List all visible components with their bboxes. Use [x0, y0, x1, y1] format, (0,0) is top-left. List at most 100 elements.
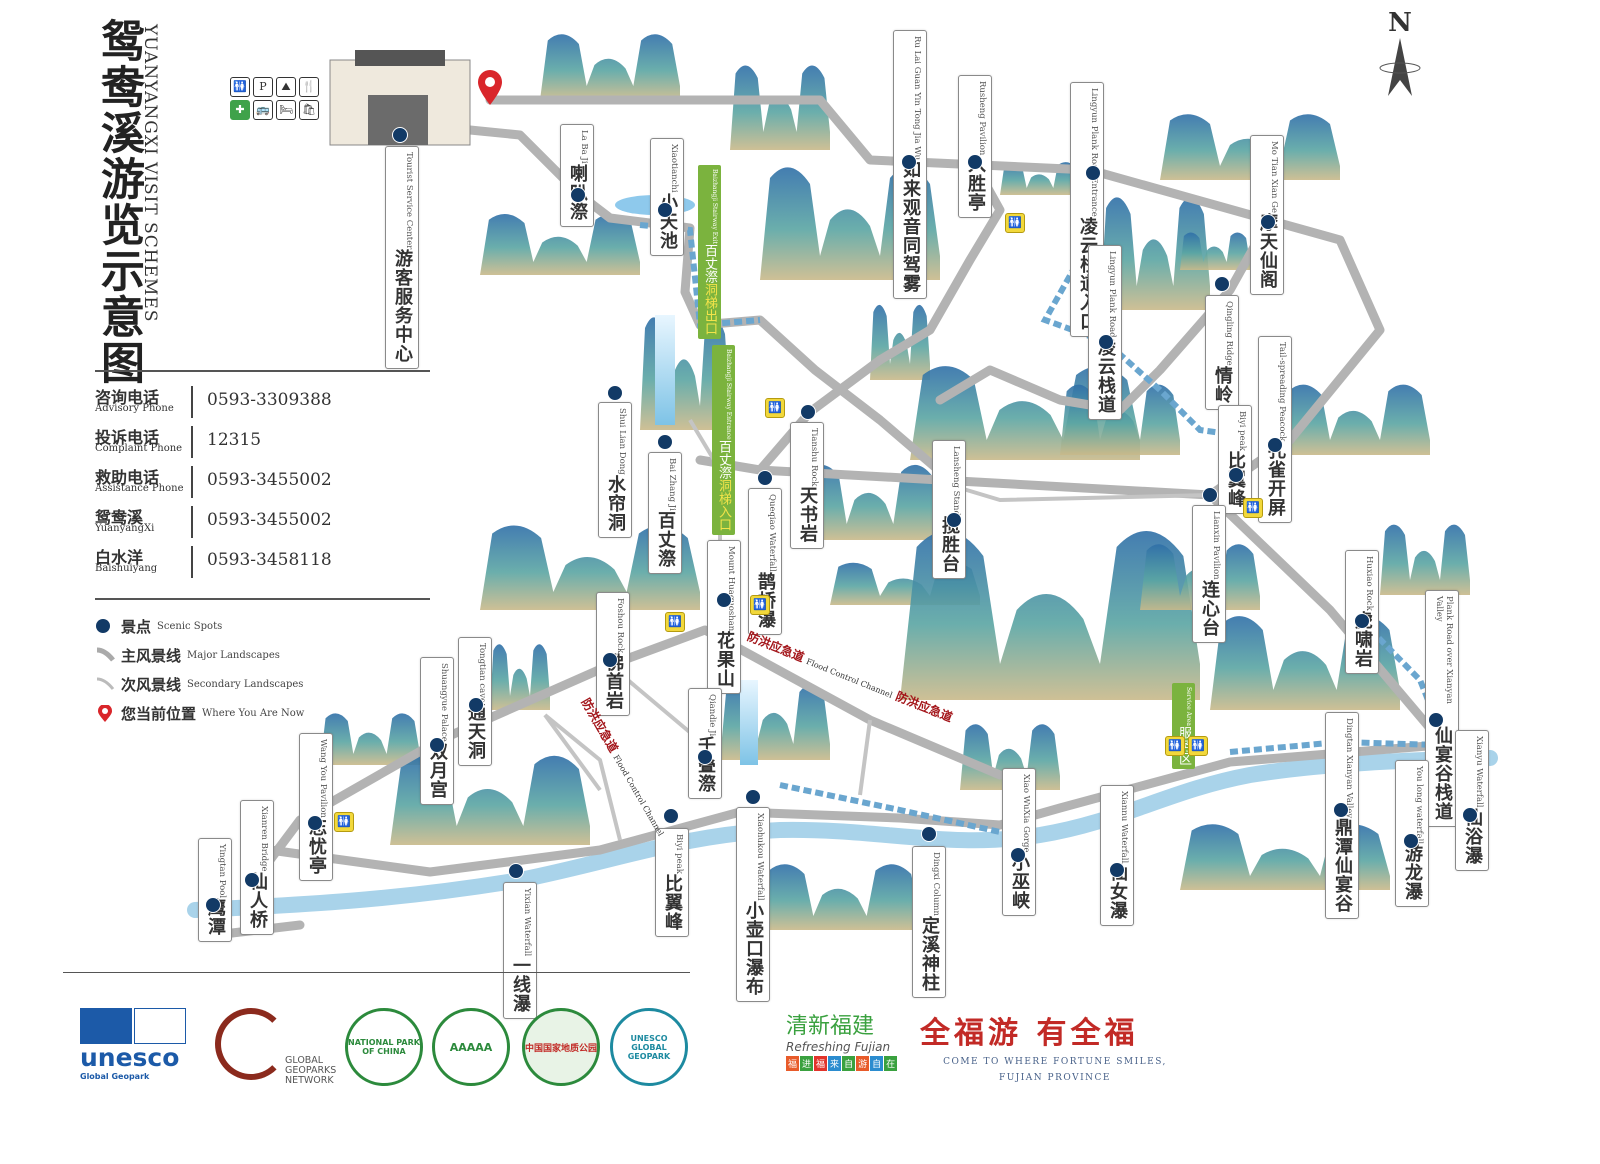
footer-divider: [63, 972, 690, 973]
scenic-spot-marker[interactable]: [205, 897, 221, 913]
waterfall-illustration: [655, 315, 675, 425]
scenic-spot-marker[interactable]: [1403, 833, 1419, 849]
scenic-spot-marker[interactable]: [607, 385, 623, 401]
slogan-tag: 福: [786, 1056, 800, 1071]
service-sign: Service Area服务区: [1172, 683, 1195, 769]
scenic-spot-marker[interactable]: [901, 154, 917, 170]
spot-name-english: Tail-spreading Peacock: [1277, 342, 1287, 442]
scenic-spot-marker[interactable]: [244, 872, 260, 888]
scenic-spot-marker[interactable]: [716, 592, 732, 608]
shuttle-icon: 🚌: [253, 100, 273, 120]
spot-name: 仙宴谷栈道: [1432, 726, 1453, 821]
spot-name-english: Shui Lian Dong: [617, 408, 627, 475]
restroom-icon: 🚻: [1005, 213, 1025, 233]
scenic-spot-marker[interactable]: [757, 470, 773, 486]
spot-name-english: Queqiao Waterfall: [767, 494, 777, 572]
scenic-spot-marker[interactable]: [1333, 802, 1349, 818]
scenic-spot-marker[interactable]: [1228, 467, 1244, 483]
scenic-spot-marker[interactable]: [946, 512, 962, 528]
service-sign-name: 百丈漈: [716, 439, 731, 479]
scenic-spot-marker[interactable]: [1098, 334, 1114, 350]
spot-name: 入胜亭: [965, 155, 986, 213]
spot-label[interactable]: La Ba Ji喇叭漈: [560, 124, 594, 227]
scenic-spot-marker[interactable]: [429, 737, 445, 753]
slogan-tag: 游: [856, 1056, 870, 1071]
mountain-illustration: [1100, 197, 1210, 310]
secondary-route-line-icon: [95, 676, 115, 692]
scenic-spot-marker[interactable]: [1354, 613, 1370, 629]
scenic-spot-marker[interactable]: [663, 808, 679, 824]
restroom-icon: 🚻: [1165, 736, 1185, 756]
scenic-spot-marker[interactable]: [657, 202, 673, 218]
scenic-spot-marker[interactable]: [570, 187, 586, 203]
scenic-spot-marker[interactable]: [1214, 276, 1230, 292]
scenic-spot-marker[interactable]: [468, 697, 484, 713]
scenic-spot-marker[interactable]: [800, 404, 816, 420]
spot-label[interactable]: Qiandie Ji千叠漈: [688, 688, 722, 800]
spot-name: 水帘洞: [605, 474, 626, 532]
scenic-spot-marker[interactable]: [697, 749, 713, 765]
spot-name: 定溪神柱: [919, 916, 940, 993]
spot-name: 比翼峰: [662, 873, 683, 931]
scenic-spot-marker[interactable]: [657, 434, 673, 450]
service-sign-english: Baizhangji Stairway Exit: [711, 169, 718, 244]
spot-name-english: Dingxi Column: [931, 852, 941, 917]
mountain-illustrations: [320, 34, 1470, 930]
scenic-spot-marker[interactable]: [602, 652, 618, 668]
scenic-spot-marker[interactable]: [392, 127, 408, 143]
legend-label-english: Secondary Landscapes: [187, 678, 304, 690]
scenic-spot-marker[interactable]: [1010, 847, 1026, 863]
scenic-spot-marker[interactable]: [307, 815, 323, 831]
divider: [95, 370, 430, 372]
spot-name: 情岭: [1212, 365, 1233, 404]
scenic-spot-marker[interactable]: [1267, 437, 1283, 453]
scenic-spot-marker[interactable]: [1202, 487, 1218, 503]
P-icon: P: [253, 77, 273, 97]
hotel-icon: 🛏: [276, 100, 296, 120]
spot-name-english: Tongtian cave: [477, 643, 487, 704]
scenic-spot-marker[interactable]: [1462, 807, 1478, 823]
scenic-spot-marker[interactable]: [1428, 712, 1444, 728]
spot-name-english: Xianren Bridge: [259, 806, 269, 872]
scenic-spot-marker[interactable]: [1260, 214, 1276, 230]
spot-name: 揽胜台: [939, 515, 960, 573]
scenic-spot-marker[interactable]: [921, 826, 937, 842]
scenic-spot-marker[interactable]: [967, 154, 983, 170]
scenic-spot-marker[interactable]: [745, 789, 761, 805]
scenic-spot-marker[interactable]: [1109, 862, 1125, 878]
major-route-line-icon: [95, 647, 115, 663]
scenic-spot-marker[interactable]: [508, 863, 524, 879]
flood-channel-route: [543, 713, 602, 792]
spot-name-english: Xiaohukou Waterfall: [755, 813, 765, 901]
scenic-spot-marker[interactable]: [1085, 165, 1101, 181]
